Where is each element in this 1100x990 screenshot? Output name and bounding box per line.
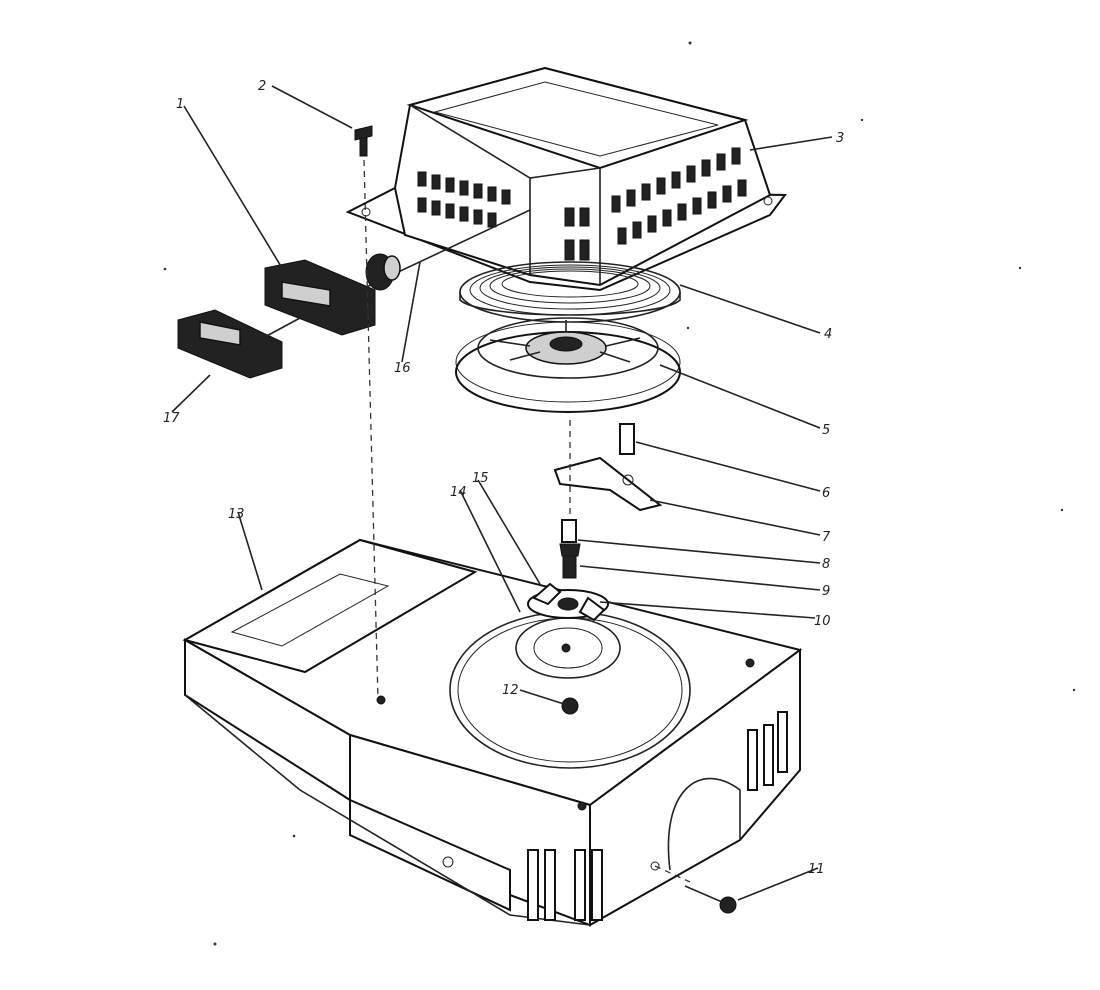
callouts: 1 2 3 4 5 6 7 8 9 10 11 12 13 14 15 16 1… — [163, 79, 844, 877]
callout-13: 13 — [228, 507, 245, 522]
pawl-assembly — [553, 423, 663, 512]
callout-11: 11 — [808, 862, 825, 877]
screw-2 — [354, 125, 373, 157]
bolt-11 — [654, 865, 737, 914]
callout-4: 4 — [824, 327, 832, 342]
callout-5: 5 — [822, 423, 830, 438]
callout-2: 2 — [258, 79, 266, 94]
louvres — [417, 147, 747, 261]
scan-specks — [163, 41, 1076, 946]
callout-1: 1 — [176, 97, 184, 112]
callout-15: 15 — [472, 471, 489, 486]
callout-16: 16 — [394, 361, 411, 376]
leader-lines — [171, 85, 833, 901]
alignment-line-screw — [363, 159, 379, 701]
center-parts — [527, 519, 609, 715]
starter-handle — [177, 209, 531, 379]
rewind-spring — [459, 261, 681, 323]
callout-3: 3 — [836, 131, 844, 146]
callout-12: 12 — [502, 683, 519, 698]
starter-pulley — [455, 317, 681, 413]
blower-housing — [182, 538, 803, 927]
callout-17: 17 — [163, 411, 180, 426]
callout-14: 14 — [450, 485, 467, 500]
callout-8: 8 — [822, 557, 830, 572]
callout-6: 6 — [822, 486, 830, 501]
callout-7: 7 — [822, 530, 831, 545]
recoil-cover — [345, 66, 787, 292]
callout-10: 10 — [814, 614, 831, 629]
callout-9: 9 — [822, 584, 830, 599]
